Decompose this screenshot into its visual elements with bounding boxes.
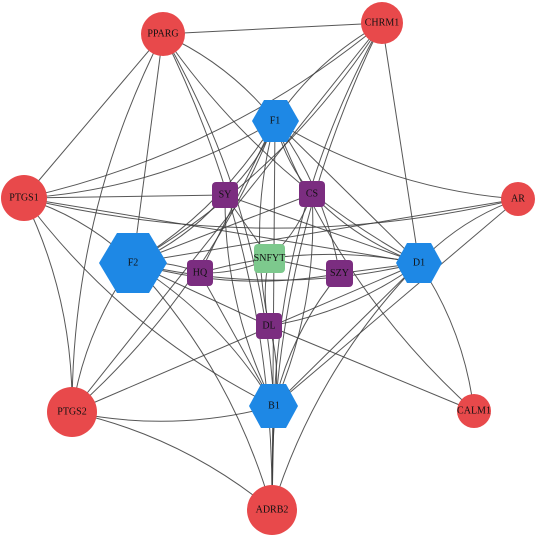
edge (23, 197, 519, 229)
node-label: CHRM1 (365, 18, 399, 29)
compound-hexagon (99, 233, 167, 293)
node-ar[interactable]: AR (501, 182, 535, 216)
edge (274, 120, 519, 200)
node-b1[interactable]: B1 (249, 384, 298, 428)
edge (273, 262, 420, 407)
node-label: SNFYT (254, 253, 286, 264)
node-sy[interactable]: SY (212, 182, 238, 208)
edge (418, 262, 475, 412)
node-chrm1[interactable]: CHRM1 (361, 2, 403, 44)
node-label: HQ (193, 268, 208, 279)
target-circle (501, 182, 535, 216)
node-f2[interactable]: F2 (99, 233, 167, 293)
edge (162, 22, 383, 35)
edge (71, 33, 164, 413)
edge (23, 197, 73, 413)
node-label: CS (306, 189, 318, 200)
edge (162, 33, 275, 407)
edge (271, 262, 420, 511)
node-label: AR (511, 194, 525, 205)
edge (274, 22, 383, 122)
compound-hexagon (252, 100, 299, 142)
herb-square (256, 313, 282, 339)
edge (23, 22, 383, 199)
compound-hexagon (249, 384, 298, 428)
edge (71, 405, 275, 422)
node-calm1[interactable]: CALM1 (457, 394, 491, 428)
node-label: DL (262, 321, 275, 332)
node-label: D1 (413, 258, 425, 269)
edge (71, 411, 273, 511)
edge (132, 22, 383, 264)
node-pparg[interactable]: PPARG (141, 12, 185, 56)
edge (381, 22, 420, 264)
target-circle (361, 2, 403, 44)
formula-square (254, 244, 285, 273)
edge (199, 253, 420, 274)
herb-square (212, 182, 238, 208)
edge (273, 22, 383, 407)
node-label: F2 (128, 258, 139, 269)
edge (224, 194, 275, 407)
edge (23, 120, 276, 199)
node-f1[interactable]: F1 (252, 100, 299, 142)
node-label: ADRB2 (256, 505, 289, 516)
node-label: PPARG (147, 29, 178, 40)
edge (162, 33, 273, 511)
node-label: B1 (268, 401, 280, 412)
node-label: PTGS1 (9, 193, 38, 204)
node-label: SY (219, 190, 232, 201)
edge (23, 33, 164, 199)
edge (132, 262, 273, 511)
edge (23, 194, 226, 199)
herb-square (187, 260, 213, 286)
node-ptgs2[interactable]: PTGS2 (47, 387, 97, 437)
target-circle (247, 485, 297, 535)
edge (23, 197, 275, 407)
node-ptgs1[interactable]: PTGS1 (1, 175, 47, 221)
edge (273, 193, 314, 407)
target-circle (457, 394, 491, 428)
target-circle (141, 12, 185, 56)
node-label: F1 (270, 116, 281, 127)
node-szy[interactable]: SZY (326, 260, 353, 287)
edge (259, 120, 276, 327)
node-adrb2[interactable]: ADRB2 (247, 485, 297, 535)
node-label: PTGS2 (57, 407, 86, 418)
edge (274, 120, 420, 264)
edge (224, 194, 420, 264)
edge (132, 33, 164, 264)
edge (162, 33, 420, 264)
node-d1[interactable]: D1 (396, 243, 442, 283)
edge (132, 198, 519, 264)
edge (273, 198, 519, 407)
edge (132, 262, 420, 281)
node-label: CALM1 (457, 406, 491, 417)
node-cs[interactable]: CS (299, 181, 325, 207)
node-snfyt[interactable]: SNFYT (254, 244, 286, 273)
target-circle (1, 175, 47, 221)
edge (274, 120, 475, 412)
herb-square (326, 260, 353, 287)
edge (268, 325, 475, 412)
node-label: SZY (330, 268, 349, 279)
target-circle (47, 387, 97, 437)
compound-hexagon (396, 243, 442, 283)
herb-square (299, 181, 325, 207)
node-dl[interactable]: DL (256, 313, 282, 339)
node-hq[interactable]: HQ (187, 260, 213, 286)
edge (71, 262, 420, 413)
